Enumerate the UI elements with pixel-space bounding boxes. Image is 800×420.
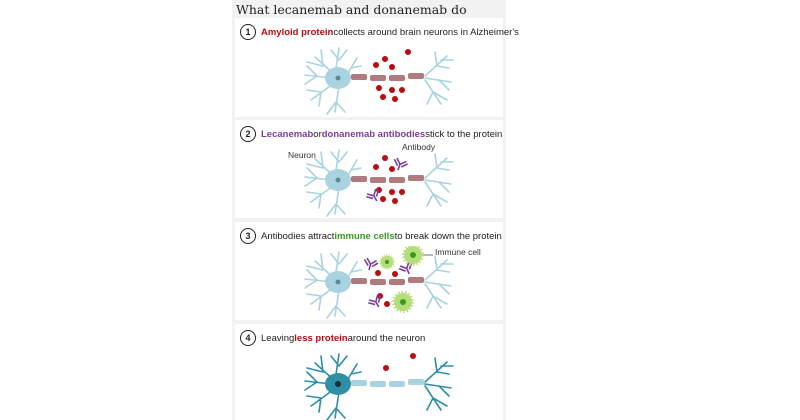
highlight-text: Lecanemab (261, 128, 314, 140)
axon-icon (351, 175, 424, 183)
step-4-card: 4 Leaving less protein around the neuron (235, 324, 503, 420)
highlight-text: Amyloid protein (261, 26, 334, 38)
step-text: Leaving (261, 332, 295, 344)
step-number: 1 (240, 24, 256, 40)
protein-dots (375, 270, 398, 307)
highlight-text: less protein (294, 332, 348, 344)
antibodies-illustration (304, 149, 454, 217)
step-text: to break down the protein (394, 230, 502, 242)
immune-cell-icon (392, 291, 414, 313)
protein-dots (373, 49, 411, 102)
immune-cell-icon (379, 254, 395, 270)
step-3-card: 3 Antibodies attract immune cells to brea… (235, 222, 503, 320)
protein-dots (383, 353, 416, 371)
infographic: What lecanemab and donanemab do 1 Amyloid… (232, 0, 519, 420)
step-1-card: 1 Amyloid protein collects around brain n… (235, 18, 519, 117)
axon-icon (351, 379, 424, 387)
immune-cells-illustration (304, 246, 454, 319)
step-text: Antibodies attract (261, 230, 335, 242)
neuron-with-protein-illustration (304, 47, 454, 115)
neuron-label: Neuron (288, 150, 316, 160)
immune-cell-icon (402, 246, 424, 266)
highlight-text: immune cells (334, 230, 395, 242)
step-text: stick to the protein (425, 128, 503, 140)
step-text: collects around brain neurons in Alzheim… (333, 26, 519, 38)
infographic-title: What lecanemab and donanemab do (236, 2, 467, 17)
highlight-text: donanemab antibodies (321, 128, 426, 140)
step-2-card: 2 Lecanemab or donanemab antibodies stick… (235, 120, 503, 218)
healthy-neuron-illustration (304, 353, 454, 420)
antibody-label: Antibody (402, 142, 436, 152)
step-number: 4 (240, 330, 256, 346)
step-text: around the neuron (347, 332, 426, 344)
antibody-icon (361, 256, 380, 273)
step-number: 3 (240, 228, 256, 244)
axon-icon (351, 73, 424, 81)
axon-icon (351, 277, 424, 285)
step-text: or (313, 128, 322, 140)
step-number: 2 (240, 126, 256, 142)
immune-cell-label: Immune cell (435, 247, 481, 257)
